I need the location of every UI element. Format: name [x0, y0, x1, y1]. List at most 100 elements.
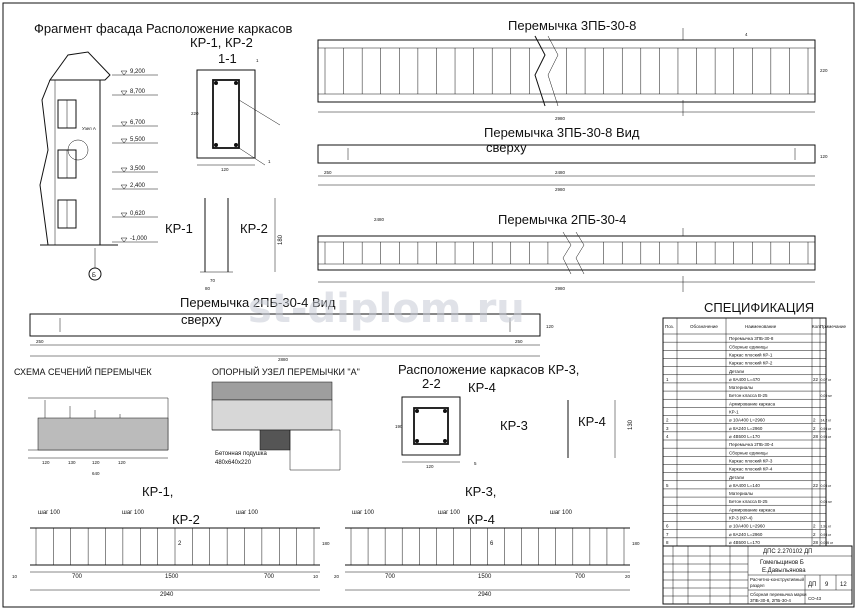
dim-120g: 120: [426, 464, 434, 469]
shag-left: шаг 100: [38, 510, 61, 516]
dim-80: 80: [205, 286, 211, 291]
level-mark-5: 2,400: [130, 183, 146, 189]
stamp-desc4: 3ПБ-30-8, 2ПБ-30-4: [750, 598, 791, 603]
stamp-org2: Е.Давыльянова: [762, 568, 806, 574]
dim-250c: 250: [515, 339, 523, 344]
spec-row-qty: 2: [813, 532, 816, 537]
dim-130b: 130: [628, 419, 634, 430]
spec-row-pos: 6: [666, 524, 669, 529]
dim-120c: 120: [546, 324, 554, 329]
spec-row-note: 0,95 кг: [821, 427, 832, 431]
dim-180: 180: [278, 234, 284, 245]
spec-row-name: Бетон класса В-25: [729, 499, 768, 504]
dim-2880: 2880: [278, 357, 289, 362]
spec-row-note: 0,95 кг: [821, 435, 832, 439]
spec-row-name: Материалы: [729, 385, 753, 390]
level-marks: 9,2008,7006,7005,5003,5002,4000,620-1,00…: [112, 69, 158, 243]
spec-row-name: Бетон класса В-25: [729, 393, 768, 398]
spec-row-pos: 7: [666, 532, 669, 537]
spec-row-pos: 5: [666, 483, 669, 488]
stamp-desc3: Сборная перемычка марки: [750, 592, 807, 597]
axis-marker: [88, 267, 102, 281]
spec-row-name: Армирование каркаса: [729, 401, 776, 406]
frames34-title: Расположение каркасов КР-3,: [398, 362, 579, 377]
dim-120e: 120: [92, 460, 100, 465]
spec-row-name: КР-3 (КР-4): [729, 516, 753, 521]
dim-250: 250: [324, 170, 332, 175]
dim-120: 120: [221, 167, 229, 172]
frames12-subtitle: КР-1, КР-2: [190, 35, 253, 50]
dim-2940b: 2940: [478, 592, 492, 598]
kr34-title: КР-3,: [465, 484, 496, 499]
level-mark-3: 5,500: [130, 137, 146, 143]
facade-fragment: Фрагмент фасада Узел А Б 9,2008,7006,700…: [34, 21, 158, 281]
beam304-title: Перемычка 2ПБ-30-4: [498, 212, 626, 227]
support-node: ОПОРНЫЙ УЗЕЛ ПЕРЕМЫЧКИ "А" Бетонная поду…: [211, 366, 360, 471]
frames12-section: Расположение каркасов КР-1, КР-2 1-1 120…: [146, 21, 292, 291]
dim-1500a: 1500: [165, 574, 179, 580]
spec-row-note: 14,2 кг: [821, 419, 832, 423]
kr1-label: КР-1: [165, 221, 193, 236]
dim-120f: 120: [118, 460, 126, 465]
spec-title: СПЕЦИФИКАЦИЯ: [704, 300, 814, 315]
kr3-label: КР-3: [500, 418, 528, 433]
spec-row-qty: 22: [813, 377, 819, 382]
spec-row-name: Каркас плоский КР-3: [729, 457, 773, 463]
spec-header-3: Кол.: [812, 324, 821, 329]
facade-node-label: Узел А: [82, 126, 96, 131]
section11-label: 1-1: [218, 51, 237, 66]
spec-row-note: 0,05 м³: [821, 500, 833, 504]
level-mark-0: 9,200: [130, 69, 146, 75]
spec-row-name: Каркас плоский КР-4: [729, 466, 773, 472]
kr4-label: КР-4: [578, 414, 606, 429]
spec-row-name: ⌀ 10А400 L=2960: [729, 524, 765, 529]
stamp-code: ДПС 2.270102 ДП: [763, 549, 812, 555]
spec-row-qty: 2: [813, 524, 816, 529]
shag-mid: шаг 100: [122, 510, 145, 516]
spec-row-name: Детали: [729, 369, 745, 374]
dim-190: 190: [395, 424, 403, 429]
scheme-title: СХЕМА СЕЧЕНИЙ ПЕРЕМЫЧЕК: [14, 366, 152, 377]
dim-2940a: 2940: [160, 592, 174, 598]
shag-mid-b: шаг 100: [438, 510, 461, 516]
dim-10b: 10: [313, 574, 319, 579]
spec-header-4: Примечание: [820, 324, 847, 329]
dim-10: 10: [12, 574, 18, 579]
dim-1500b: 1500: [478, 574, 492, 580]
kr34-title2: КР-4: [467, 512, 495, 527]
level-mark-4: 3,500: [130, 166, 146, 172]
sections-scheme: СХЕМА СЕЧЕНИЙ ПЕРЕМЫЧЕК 120 130 120 120 …: [14, 366, 169, 476]
kr2-label: КР-2: [240, 221, 268, 236]
spec-header-0: Поз.: [665, 324, 674, 329]
spec-row-name: Каркас плоский КР-1: [729, 351, 773, 357]
spec-row-name: ⌀ 8А240 L=2960: [729, 532, 763, 537]
spec-row-name: ⌀ 4В500 L=170: [729, 540, 760, 545]
dim-2980b: 2980: [555, 187, 566, 192]
dim-2980c: 2980: [555, 286, 566, 291]
spec-row-name: Перемычка 3ПБ-30-8: [729, 336, 774, 341]
spec-row-note: 0,95 кг: [821, 533, 832, 537]
kr12-title2: КР-2: [172, 512, 200, 527]
spec-row-pos: 3: [666, 426, 669, 431]
spec-header-1: Обозначение: [690, 324, 718, 329]
beton-pad-dims: 480х640х220: [215, 460, 252, 466]
shag-right: шаг 100: [236, 510, 259, 516]
support-title: ОПОРНЫЙ УЗЕЛ ПЕРЕМЫЧКИ "А": [212, 366, 360, 377]
watermark: st-diplom.ru: [248, 286, 525, 332]
beam304-top-title: Перемычка 2ПБ-30-4 Вид: [180, 295, 336, 310]
spec-row-qty: 28: [813, 540, 819, 545]
spec-row-name: Сборные единицы: [729, 450, 768, 455]
spec-row-pos: 1: [666, 377, 669, 382]
dim-120d: 120: [42, 460, 50, 465]
level-mark-7: -1,000: [130, 236, 148, 242]
beam308-elevation: Перемычка 3ПБ-30-8 2980 220 4: [317, 18, 828, 121]
spec-row-note: 1,91 кг: [821, 525, 832, 529]
dim-250b: 250: [36, 339, 44, 344]
beam304-top: Перемычка 2ПБ-30-4 Вид сверху 250 250 28…: [29, 295, 554, 362]
beam308-top-title: Перемычка 3ПБ-30-8 Вид: [484, 125, 640, 140]
spec-row-note: 0,07 кг: [821, 378, 832, 382]
dim-700a: 700: [72, 574, 83, 580]
dim-700d: 700: [575, 574, 586, 580]
shag-right-b: шаг 100: [550, 510, 573, 516]
